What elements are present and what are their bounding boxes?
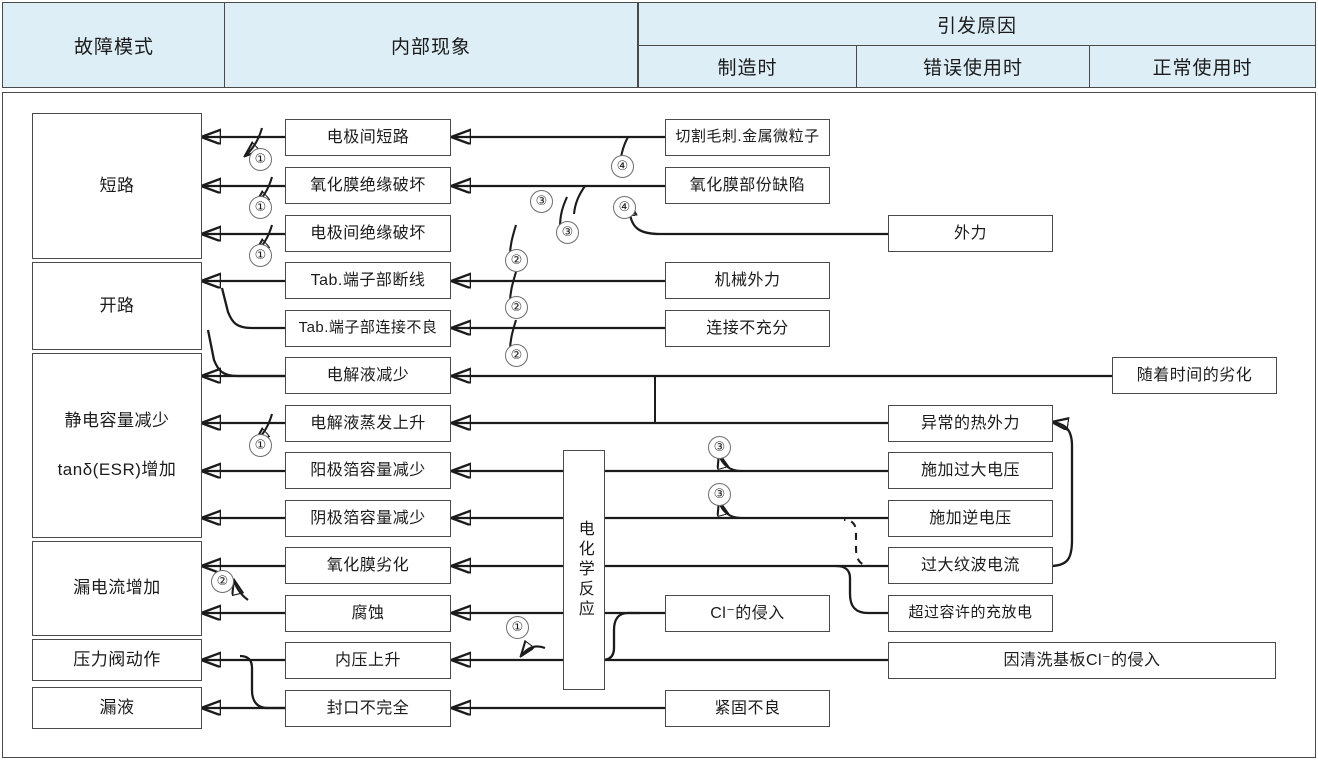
phenomenon-oxide-film-insulation-breakdown[interactable]: 氧化膜绝缘破坏	[285, 167, 451, 204]
phenomenon-label: 电极间短路	[326, 128, 410, 146]
marker-3-d: ③	[708, 483, 731, 506]
marker-2-d: ②	[211, 570, 234, 593]
marker-1-a: ①	[249, 148, 272, 171]
phenomenon-label: 封口不完全	[326, 699, 410, 717]
failure-mode-leakage-current-increase[interactable]: 漏电流增加	[32, 541, 202, 636]
cause-label: 机械外力	[714, 271, 781, 289]
cause-reverse-voltage-applied[interactable]: 施加逆电压	[888, 500, 1053, 537]
cause-insufficient-connection[interactable]: 连接不充分	[665, 310, 830, 347]
header-cause-normal: 正常使用时	[1089, 45, 1316, 88]
cause-external-force[interactable]: 外力	[888, 215, 1053, 252]
cause-label: 施加逆电压	[929, 509, 1012, 527]
marker-3-a: ③	[556, 221, 579, 244]
marker-4-a: ④	[611, 155, 634, 178]
marker-2-b: ②	[505, 296, 528, 319]
cause-label: 过大纹波电流	[920, 556, 1020, 574]
electrochemical-reaction-box[interactable]: 电化学反应	[563, 450, 605, 690]
reaction-label: 电化学反应	[575, 520, 593, 620]
phenomenon-label: 电极间绝缘破坏	[310, 224, 426, 242]
cause-label: 超过容许的充放电	[908, 604, 1033, 622]
marker-1-b: ①	[249, 196, 272, 219]
marker-1-c: ①	[249, 244, 272, 267]
phenomenon-cathode-foil-capacitance-decrease[interactable]: 阴极箔容量减少	[285, 500, 451, 537]
phenomenon-label: 腐蚀	[351, 604, 385, 622]
phenomenon-label: 阴极箔容量减少	[310, 509, 426, 527]
failure-mode-label-line2: tanδ(ESR)增加	[57, 459, 177, 479]
phenomenon-corrosion[interactable]: 腐蚀	[285, 595, 451, 632]
cause-label: 紧固不良	[714, 699, 781, 717]
cause-mechanical-external-force[interactable]: 机械外力	[665, 262, 830, 299]
failure-mode-label: 漏电流增加	[73, 578, 161, 598]
cause-cutting-burr-metal-particles[interactable]: 切割毛刺.金属微粒子	[665, 119, 830, 156]
failure-mode-open-circuit[interactable]: 开路	[32, 262, 202, 350]
header-cause: 引发原因	[638, 2, 1316, 46]
cause-chloride-intrusion-from-board-cleaning[interactable]: 因清洗基板Cl⁻的侵入	[888, 642, 1276, 679]
cause-label: Cl⁻的侵入	[710, 604, 785, 622]
phenomenon-anode-foil-capacitance-decrease[interactable]: 阳极箔容量减少	[285, 452, 451, 489]
table-header: 故障模式 内部现象 引发原因 制造时 错误使用时 正常使用时	[0, 0, 1318, 90]
failure-mode-liquid-leakage[interactable]: 漏液	[32, 687, 202, 729]
header-failure-mode: 故障模式	[2, 2, 226, 88]
phenomenon-label: 阳极箔容量减少	[310, 461, 426, 479]
phenomenon-electrolyte-decrease[interactable]: 电解液减少	[285, 357, 451, 394]
marker-3-b: ③	[530, 190, 553, 213]
phenomenon-label: Tab.端子部连接不良	[298, 319, 438, 337]
phenomenon-label: 电解液减少	[326, 366, 410, 384]
failure-mode-capacitance-decrease[interactable]: 静电容量减少 tanδ(ESR)增加	[32, 353, 202, 538]
failure-mode-label-line1: 静电容量减少	[64, 410, 170, 430]
phenomenon-tab-terminal-poor-connection[interactable]: Tab.端子部连接不良	[285, 310, 451, 347]
cause-label: 切割毛刺.金属微粒子	[675, 128, 820, 146]
failure-mode-label: 压力阀动作	[73, 649, 161, 669]
cause-label: 因清洗基板Cl⁻的侵入	[1003, 651, 1161, 669]
marker-4-b: ④	[613, 196, 636, 219]
cause-deterioration-over-time[interactable]: 随着时间的劣化	[1112, 357, 1277, 394]
failure-mode-label: 漏液	[99, 697, 135, 717]
failure-mode-pressure-valve-operation[interactable]: 压力阀动作	[32, 639, 202, 681]
cause-label: 异常的热外力	[920, 414, 1020, 432]
failure-mode-label: 开路	[99, 295, 135, 315]
cause-label: 施加过大电压	[920, 461, 1020, 479]
phenomenon-label: 氧化膜劣化	[326, 556, 410, 574]
header-internal-phenomenon: 内部现象	[224, 2, 638, 88]
phenomenon-label: 内压上升	[334, 651, 401, 669]
marker-1-d: ①	[249, 434, 272, 457]
marker-3-c: ③	[708, 436, 731, 459]
phenomenon-tab-terminal-wire-break[interactable]: Tab.端子部断线	[285, 262, 451, 299]
marker-1-e: ①	[506, 616, 529, 639]
phenomenon-label: Tab.端子部断线	[310, 271, 426, 289]
phenomenon-label: 电解液蒸发上升	[310, 414, 426, 432]
phenomenon-inter-electrode-short[interactable]: 电极间短路	[285, 119, 451, 156]
cause-label: 氧化膜部份缺陷	[689, 176, 806, 194]
phenomenon-oxide-film-degradation[interactable]: 氧化膜劣化	[285, 547, 451, 584]
failure-mode-short-circuit[interactable]: 短路	[32, 113, 202, 259]
cause-excessive-ripple-current[interactable]: 过大纹波电流	[888, 547, 1053, 584]
cause-label: 连接不充分	[706, 319, 789, 337]
cause-chloride-ion-intrusion[interactable]: Cl⁻的侵入	[665, 595, 830, 632]
cause-charge-discharge-beyond-allowance[interactable]: 超过容许的充放电	[888, 595, 1053, 632]
cause-label: 随着时间的劣化	[1136, 366, 1253, 384]
failure-mode-label: 短路	[99, 175, 135, 195]
cause-abnormal-thermal-force[interactable]: 异常的热外力	[888, 405, 1053, 442]
phenomenon-internal-pressure-rise[interactable]: 内压上升	[285, 642, 451, 679]
header-cause-manufacturing: 制造时	[638, 45, 857, 88]
cause-oxide-film-partial-defect[interactable]: 氧化膜部份缺陷	[665, 167, 830, 204]
phenomenon-label: 氧化膜绝缘破坏	[310, 176, 426, 194]
header-cause-misuse: 错误使用时	[856, 45, 1090, 88]
phenomenon-inter-electrode-insulation-breakdown[interactable]: 电极间绝缘破坏	[285, 215, 451, 252]
marker-2-c: ②	[505, 344, 528, 367]
cause-excessive-voltage-applied[interactable]: 施加过大电压	[888, 452, 1053, 489]
phenomenon-incomplete-sealing[interactable]: 封口不完全	[285, 690, 451, 727]
cause-poor-fastening[interactable]: 紧固不良	[665, 690, 830, 727]
marker-2-a: ②	[505, 249, 528, 272]
cause-label: 外力	[953, 224, 987, 242]
phenomenon-electrolyte-evaporation[interactable]: 电解液蒸发上升	[285, 405, 451, 442]
